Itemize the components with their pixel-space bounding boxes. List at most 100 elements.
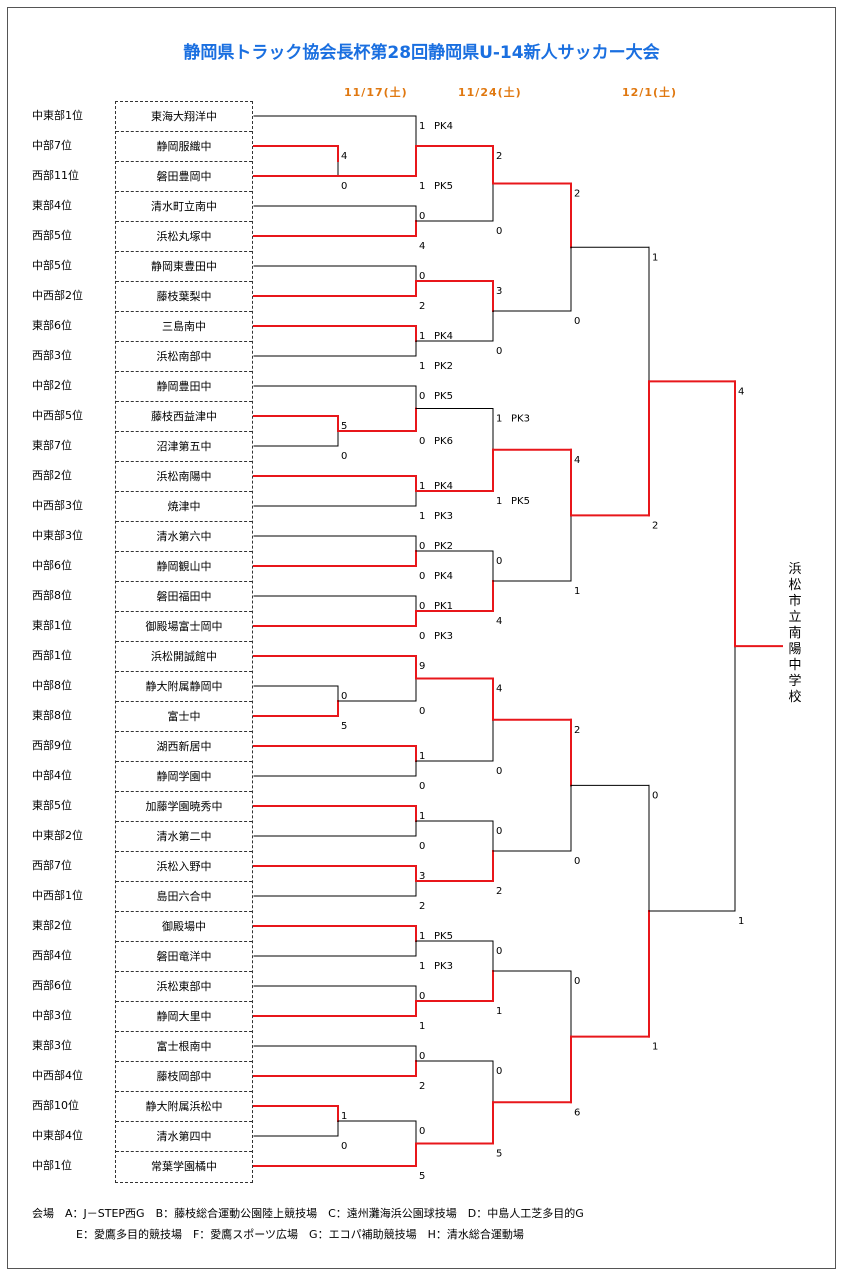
seed-label: 中部8位 [32,679,72,692]
pk-label: PK3 [434,511,453,522]
score-label: 0 [419,781,425,792]
seed-label: 中東部1位 [32,109,83,122]
score-label: 1 [419,361,425,372]
venue-line-1: 会場 A：J－STEP西G B：藤枝総合運動公園陸上競技場 C：遠州灘海浜公園球… [32,1207,584,1220]
score-label: 1 [419,1021,425,1032]
score-label: 4 [496,616,502,627]
seed-label: 西部11位 [32,169,79,182]
score-label: 2 [419,901,425,912]
seed-list: 中東部1位中部7位西部11位東部4位西部5位中部5位中西部2位東部6位西部3位中… [32,101,83,1181]
pk-label: PK6 [434,436,453,447]
team-name: 富士中 [116,702,252,732]
team-name: 浜松開誠館中 [116,642,252,672]
score-label: 9 [419,661,425,672]
score-label: 0 [496,826,502,837]
seed-label: 中部5位 [32,259,72,272]
seed-label: 東部3位 [32,1039,72,1052]
team-name: 清水第四中 [116,1122,252,1152]
team-name: 静岡東豊田中 [116,252,252,282]
seed-label: 中西部1位 [32,889,83,902]
score-label: 0 [419,841,425,852]
team-name: 静大附属浜松中 [116,1092,252,1122]
team-name: 藤枝西益津中 [116,402,252,432]
seed-label: 西部6位 [32,979,72,992]
seed-label: 中東部3位 [32,529,83,542]
seed-label: 中部7位 [32,139,72,152]
team-name: 東海大翔洋中 [116,102,252,132]
team-name: 浜松南陽中 [116,462,252,492]
seed-label: 中西部5位 [32,409,83,422]
seed-label: 東部1位 [32,619,72,632]
score-label: 5 [419,1171,425,1182]
score-label: 1 [419,751,425,762]
team-name: 磐田竜洋中 [116,942,252,972]
score-label: 0 [341,451,347,462]
team-name: 三島南中 [116,312,252,342]
score-label: 2 [574,189,580,200]
score-label: 2 [496,886,502,897]
score-label: 6 [574,1107,580,1118]
champion-label: 浜松市立南陽中学校 [788,562,802,705]
seed-label: 中西部2位 [32,289,83,302]
score-label: 0 [496,766,502,777]
seed-label: 東部7位 [32,439,72,452]
seed-label: 中西部4位 [32,1069,83,1082]
score-label: 1 [419,181,425,192]
seed-label: 中東部4位 [32,1129,83,1142]
team-name: 湖西新居中 [116,732,252,762]
team-name: 浜松入野中 [116,852,252,882]
score-label: 0 [419,706,425,717]
team-name: 静岡観山中 [116,552,252,582]
seed-label: 西部3位 [32,349,72,362]
team-name: 静岡学園中 [116,762,252,792]
team-name: 静岡大里中 [116,1002,252,1032]
team-name: 浜松東部中 [116,972,252,1002]
score-label: 4 [574,455,580,466]
seed-label: 西部1位 [32,649,72,662]
score-label: 0 [419,391,425,402]
score-label: 1 [574,586,580,597]
score-label: 3 [419,871,425,882]
score-label: 0 [419,211,425,222]
score-label: 4 [496,684,502,695]
score-label: 0 [419,541,425,552]
score-label: 0 [419,1126,425,1137]
team-list: 東海大翔洋中静岡服織中磐田豊岡中清水町立南中浜松丸塚中静岡東豊田中藤枝葉梨中三島… [115,101,253,1183]
score-label: 1 [419,931,425,942]
seed-label: 西部5位 [32,229,72,242]
seed-label: 中西部3位 [32,499,83,512]
score-label: 1 [419,511,425,522]
pk-label: PK3 [434,631,453,642]
seed-label: 西部9位 [32,739,72,752]
score-label: 1 [419,961,425,972]
score-label: 2 [574,725,580,736]
pk-label: PK3 [434,961,453,972]
team-name: 静岡服織中 [116,132,252,162]
score-label: 2 [419,1081,425,1092]
pk-label: PK2 [434,541,453,552]
score-label: 1 [341,1111,347,1122]
team-name: 清水第二中 [116,822,252,852]
score-label: 0 [341,181,347,192]
team-name: 磐田福田中 [116,582,252,612]
tournament-title: 静岡県トラック協会長杯第28回静岡県U-14新人サッカー大会 [183,43,660,63]
team-name: 島田六合中 [116,882,252,912]
team-name: 焼津中 [116,492,252,522]
team-name: 清水町立南中 [116,192,252,222]
pk-label: PK5 [434,181,453,192]
score-label: 1 [496,496,502,507]
score-label: 0 [574,976,580,987]
score-label: 0 [419,271,425,282]
seed-label: 西部2位 [32,469,72,482]
seed-label: 東部4位 [32,199,72,212]
score-label: 0 [496,226,502,237]
seed-label: 中部3位 [32,1009,72,1022]
score-label: 4 [341,151,347,162]
page-frame [7,7,836,1269]
score-label: 1 [419,811,425,822]
score-label: 2 [419,301,425,312]
seed-label: 東部2位 [32,919,72,932]
seed-label: 中部6位 [32,559,72,572]
seed-label: 西部8位 [32,589,72,602]
venue-legend: 会場 A：J－STEP西G B：藤枝総合運動公園陸上競技場 C：遠州灘海浜公園球… [32,1203,584,1245]
